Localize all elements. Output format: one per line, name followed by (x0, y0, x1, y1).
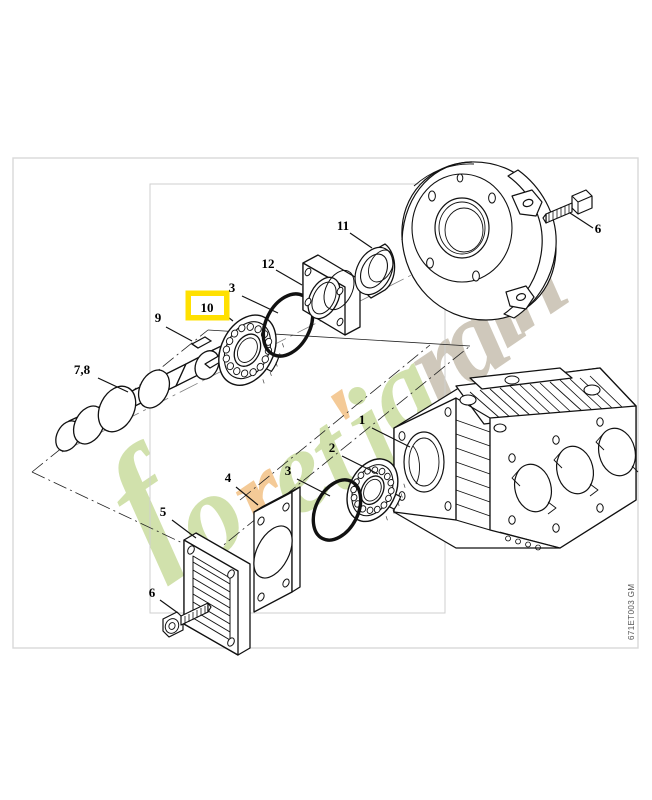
part-woodruff-key (190, 336, 213, 349)
callout-label-7-8: 7,8 (74, 362, 91, 377)
leader-11 (349, 232, 373, 249)
leader-2 (341, 455, 379, 475)
callout-label-12: 12 (262, 256, 275, 271)
leader-9 (165, 326, 193, 342)
leader-6b (159, 599, 179, 614)
callout-labels: 1 2 3 3 4 5 6 6 7,8 9 10 11 12 (74, 218, 602, 600)
leader-3b (296, 478, 331, 497)
highlight-box-inner (191, 296, 224, 315)
callout-label-4: 4 (225, 470, 232, 485)
leader-78 (97, 377, 129, 393)
part-bolt-lower (162, 602, 212, 638)
part-o-ring-lower (311, 478, 363, 542)
part-bearing-flange-housing (302, 254, 361, 336)
shaft-centerline (61, 219, 521, 453)
part-crankshaft (55, 338, 240, 452)
callout-label-11: 11 (337, 218, 349, 233)
leader-5 (171, 519, 197, 539)
leader-3a (241, 295, 279, 314)
callout-label-3b: 3 (285, 463, 292, 478)
callout-label-6-lower: 6 (149, 585, 156, 600)
callout-label-3a: 3 (229, 280, 236, 295)
crankcase-cover (401, 161, 557, 321)
part-code-label: 671ET003 GM (627, 584, 636, 640)
callout-label-5: 5 (160, 504, 167, 519)
leader-6a (569, 212, 594, 229)
part-bolt-upper (542, 189, 593, 224)
leader-1 (371, 427, 411, 448)
page-frame (12, 157, 639, 649)
callout-label-2: 2 (329, 440, 336, 455)
callout-label-1: 1 (359, 412, 366, 427)
leader-12 (275, 269, 303, 286)
part-gasket-plate (253, 486, 301, 613)
part-finned-cover (183, 532, 251, 656)
leader-4 (235, 486, 259, 506)
callout-label-9: 9 (155, 310, 162, 325)
callout-label-6-upper: 6 (595, 221, 602, 236)
callout-leaders (97, 212, 594, 614)
part-cylinder-block (393, 367, 639, 551)
part-oil-seal (354, 243, 396, 299)
callout-label-10: 10 (201, 300, 214, 315)
